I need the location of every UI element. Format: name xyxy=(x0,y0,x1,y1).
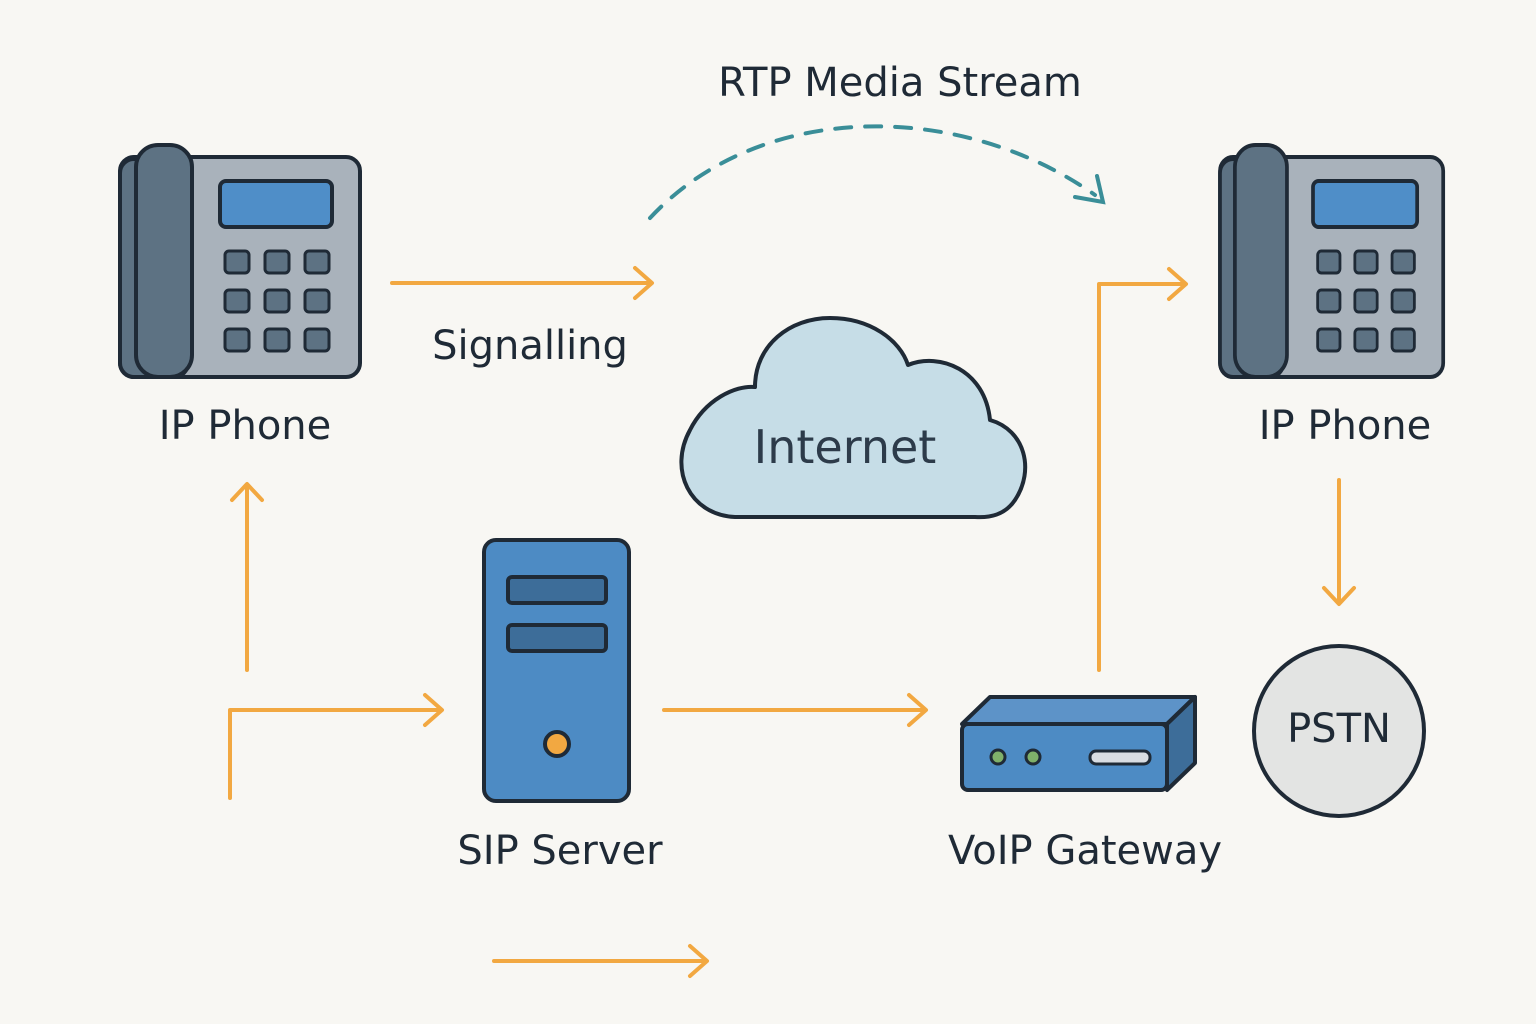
ip-phone-right-label: IP Phone xyxy=(1258,403,1432,449)
sip-to-gateway-arrow xyxy=(662,693,928,727)
to-sip-server-arrow xyxy=(228,693,444,800)
sip-server-label: SIP Server xyxy=(457,828,663,874)
voip-gateway-label: VoIP Gateway xyxy=(947,828,1223,874)
left-phone-up-arrow xyxy=(230,482,264,672)
signalling-label: Signalling xyxy=(432,323,628,369)
signalling-arrow xyxy=(390,266,654,300)
ip-phone-left-label: IP Phone xyxy=(158,403,332,449)
gateway-to-phone-arrow xyxy=(1097,267,1188,672)
ip-phone-icon-right xyxy=(1218,143,1446,379)
gateway-icon xyxy=(960,695,1197,792)
rtp-media-stream-arrow xyxy=(648,124,1106,220)
phone-to-pstn-arrow xyxy=(1322,478,1356,606)
bottom-arrow xyxy=(492,944,709,978)
pstn-label: PSTN xyxy=(1287,706,1391,752)
server-icon xyxy=(482,538,631,803)
internet-label: Internet xyxy=(753,420,937,474)
rtp-media-stream-label: RTP Media Stream xyxy=(718,60,1082,106)
pstn-circle xyxy=(1252,644,1426,818)
cloud-icon xyxy=(679,316,1028,520)
ip-phone-icon-left xyxy=(118,143,362,379)
